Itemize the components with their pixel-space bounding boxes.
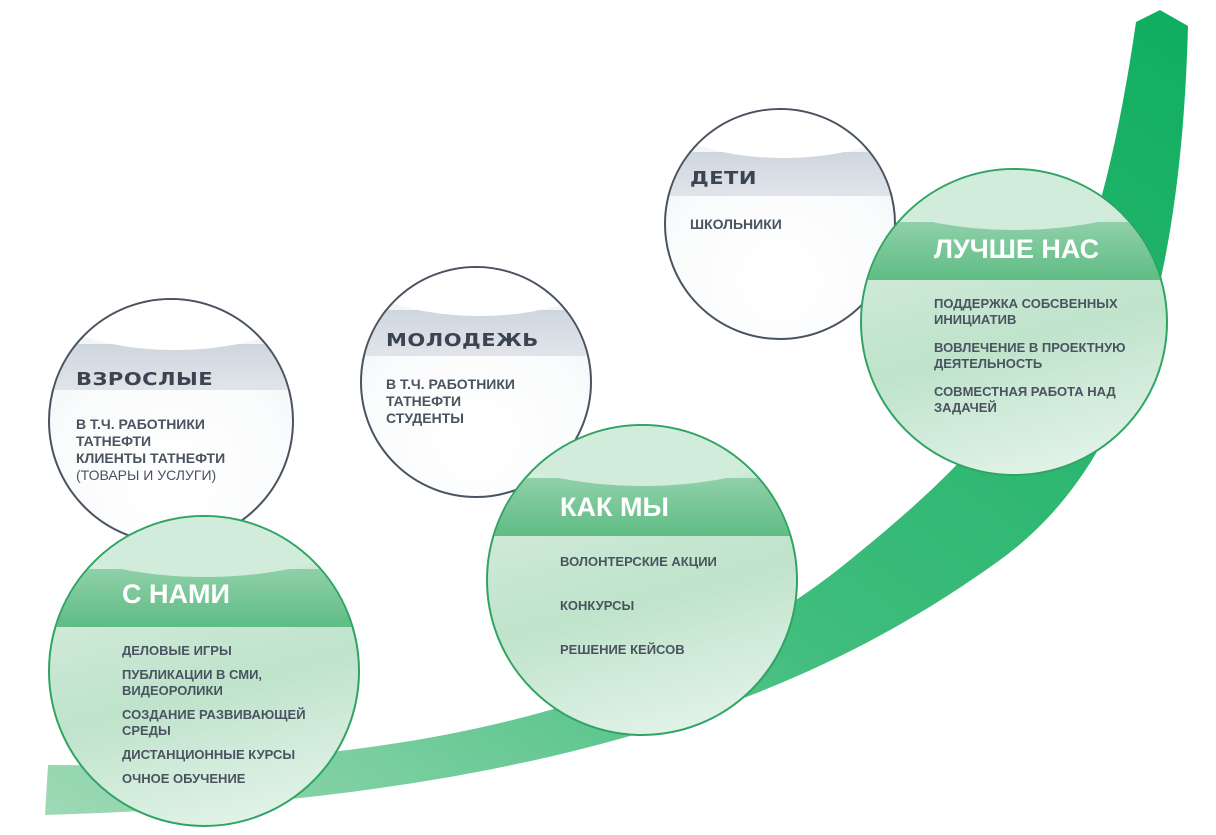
circle-band bbox=[362, 310, 590, 356]
circle-item: ТАТНЕФТИ bbox=[76, 433, 152, 449]
circle-item: КЛИЕНТЫ ТАТНЕФТИ bbox=[76, 450, 226, 466]
circle-item: ДЕЛОВЫЕ ИГРЫ bbox=[122, 643, 232, 658]
circle-band bbox=[50, 344, 292, 390]
circle-band bbox=[488, 478, 796, 536]
circle-title: С НАМИ bbox=[122, 579, 230, 609]
circle-title: ВЗРОСЛЫЕ bbox=[76, 369, 214, 390]
circle-better-than-us: ЛУЧШЕ НАС ПОДДЕРЖКА СОБСВЕННЫХ ИНИЦИАТИВ… bbox=[860, 168, 1168, 476]
circle-item: ВИДЕОРОЛИКИ bbox=[122, 683, 223, 698]
circle-with-us: С НАМИ ДЕЛОВЫЕ ИГРЫ ПУБЛИКАЦИИ В СМИ, ВИ… bbox=[48, 515, 360, 827]
circle-item: ЗАДАЧЕЙ bbox=[934, 400, 997, 415]
circle-item: ШКОЛЬНИКИ bbox=[690, 216, 782, 232]
circle-item: ПОДДЕРЖКА СОБСВЕННЫХ bbox=[934, 296, 1118, 311]
circle-item: ВОЛОНТЕРСКИЕ АКЦИИ bbox=[560, 554, 717, 569]
band-highlight bbox=[488, 426, 796, 486]
circle-items: ДЕЛОВЫЕ ИГРЫ ПУБЛИКАЦИИ В СМИ, ВИДЕОРОЛИ… bbox=[122, 643, 306, 787]
circle-item: ОЧНОЕ ОБУЧЕНИЕ bbox=[122, 771, 246, 786]
band-highlight bbox=[50, 300, 292, 350]
circle-item: ВОВЛЕЧЕНИЕ В ПРОЕКТНУЮ bbox=[934, 340, 1126, 355]
circle-item: В Т.Ч. РАБОТНИКИ bbox=[76, 416, 205, 432]
circle-item: ТАТНЕФТИ bbox=[386, 393, 462, 409]
circle-items: ВОЛОНТЕРСКИЕ АКЦИИ КОНКУРСЫ РЕШЕНИЕ КЕЙС… bbox=[560, 554, 717, 658]
growth-curve-band bbox=[45, 10, 1188, 815]
circle-children: ДЕТИ ШКОЛЬНИКИ bbox=[664, 108, 896, 340]
circle-like-us: КАК МЫ ВОЛОНТЕРСКИЕ АКЦИИ КОНКУРСЫ РЕШЕН… bbox=[486, 424, 798, 736]
circle-item: СОВМЕСТНАЯ РАБОТА НАД bbox=[934, 384, 1116, 399]
band-highlight bbox=[362, 268, 590, 316]
circle-band bbox=[50, 569, 358, 627]
circle-band bbox=[666, 152, 894, 196]
circle-title: ДЕТИ bbox=[690, 168, 757, 189]
circle-title: КАК МЫ bbox=[560, 492, 669, 522]
band-highlight bbox=[666, 110, 894, 158]
circle-item: КОНКУРСЫ bbox=[560, 598, 635, 613]
circle-item: РЕШЕНИЕ КЕЙСОВ bbox=[560, 642, 685, 657]
circle-adults: ВЗРОСЛЫЕ В Т.Ч. РАБОТНИКИ ТАТНЕФТИ КЛИЕН… bbox=[48, 298, 294, 544]
circle-item: ДИСТАНЦИОННЫЕ КУРСЫ bbox=[122, 747, 296, 762]
circle-items: ШКОЛЬНИКИ bbox=[690, 216, 782, 233]
circle-title: МОЛОДЕЖЬ bbox=[386, 330, 539, 351]
circle-items: В Т.Ч. РАБОТНИКИ ТАТНЕФТИ КЛИЕНТЫ ТАТНЕФ… bbox=[76, 416, 225, 484]
circle-item: В Т.Ч. РАБОТНИКИ bbox=[386, 376, 515, 392]
circle-item: СОЗДАНИЕ РАЗВИВАЮЩЕЙ bbox=[122, 707, 306, 722]
circle-item: ДЕЯТЕЛЬНОСТЬ bbox=[934, 356, 1043, 371]
circle-band bbox=[862, 222, 1166, 280]
circle-title: ЛУЧШЕ НАС bbox=[934, 234, 1100, 264]
circle-items: В Т.Ч. РАБОТНИКИ ТАТНЕФТИ СТУДЕНТЫ bbox=[386, 376, 515, 427]
circle-note: (ТОВАРЫ И УСЛУГИ) bbox=[76, 467, 217, 483]
circle-item: СРЕДЫ bbox=[122, 723, 171, 738]
circle-items: ПОДДЕРЖКА СОБСВЕННЫХ ИНИЦИАТИВ ВОВЛЕЧЕНИ… bbox=[934, 296, 1126, 416]
circle-item: ИНИЦИАТИВ bbox=[934, 312, 1017, 327]
circle-item: ПУБЛИКАЦИИ В СМИ, bbox=[122, 667, 263, 682]
band-highlight bbox=[50, 517, 358, 577]
circle-item: СТУДЕНТЫ bbox=[386, 410, 464, 426]
band-highlight bbox=[862, 170, 1166, 230]
